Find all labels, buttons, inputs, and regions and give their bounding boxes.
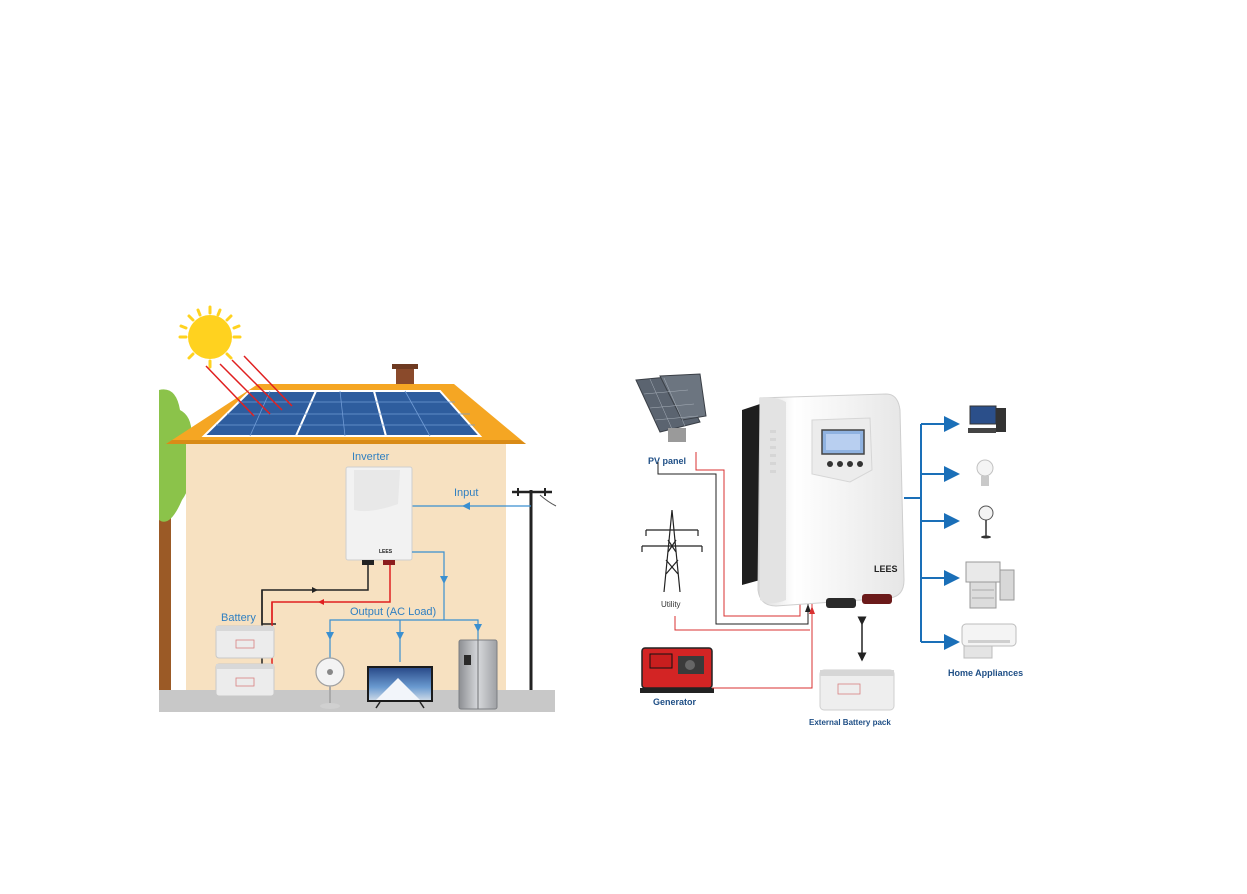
- sun-icon: [178, 305, 242, 369]
- inverter-brand: LEES: [874, 564, 898, 574]
- battery-pack-icon: [819, 669, 895, 711]
- inverter-icon: [742, 393, 905, 608]
- air-conditioner-icon: [961, 623, 1017, 659]
- transmission-tower-icon: [641, 509, 703, 593]
- printer-icon: [965, 561, 1015, 609]
- sun-rays: [205, 355, 293, 417]
- computer-icon: [968, 405, 1006, 433]
- pv-panel-icon: [635, 373, 707, 442]
- battery-icon: [215, 625, 275, 697]
- inverter-icon: [345, 466, 413, 565]
- fan-icon: [978, 505, 994, 539]
- generator-icon: [640, 647, 714, 693]
- generator-label: Generator: [653, 697, 697, 707]
- left-house-diagram: Input LEES Inverter: [159, 305, 557, 712]
- output-bus: [904, 416, 960, 650]
- home-appliances-label: Home Appliances: [948, 668, 1023, 678]
- light-bulb-icon: [976, 459, 994, 486]
- solar-panel-icon: [201, 390, 483, 437]
- battery-label: Battery: [221, 612, 256, 624]
- right-wiring: [657, 452, 813, 689]
- tree-icon: [159, 389, 192, 690]
- right-system-diagram: PV panel Utility Generator: [635, 373, 1023, 727]
- output-label: Output (AC Load): [350, 606, 436, 618]
- battery-pack-label: External Battery pack: [809, 718, 891, 727]
- tv-icon: [367, 666, 433, 709]
- inverter-brand: LEES: [379, 549, 393, 555]
- fan-icon: [315, 657, 345, 709]
- chimney: [396, 366, 414, 386]
- utility-pole-icon: [512, 488, 557, 690]
- pv-panel-label: PV panel: [648, 456, 686, 466]
- refrigerator-icon: [458, 639, 498, 710]
- inverter-label: Inverter: [352, 451, 390, 463]
- input-label: Input: [454, 487, 478, 499]
- utility-label: Utility: [661, 600, 681, 609]
